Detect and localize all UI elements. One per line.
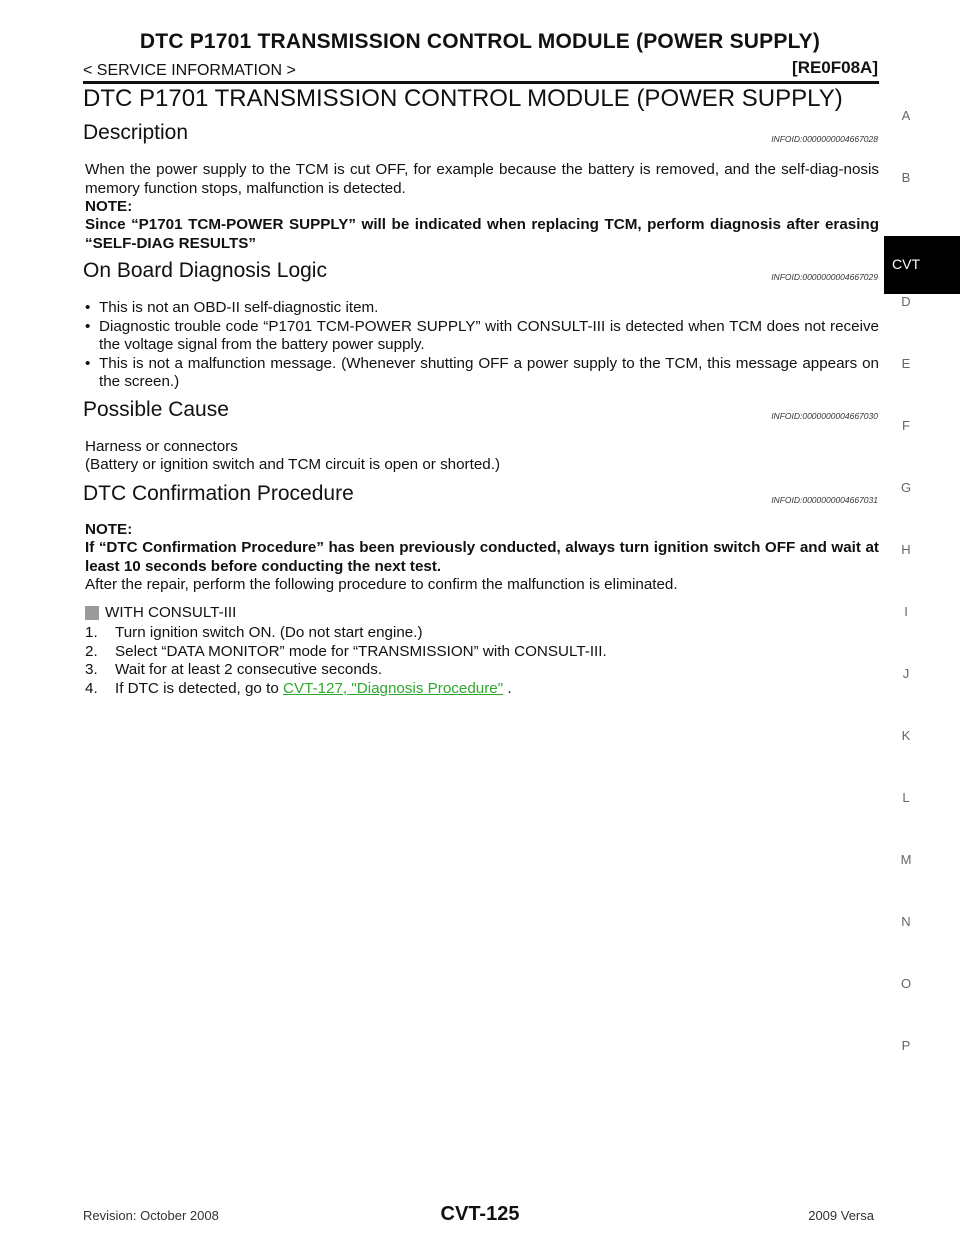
header-rule [83, 81, 879, 84]
side-index-a[interactable]: A [901, 108, 911, 123]
side-index-n[interactable]: N [901, 914, 911, 929]
header-title: DTC P1701 TRANSMISSION CONTROL MODULE (P… [139, 30, 821, 53]
footer-revision: Revision: October 2008 [83, 1208, 219, 1223]
side-index-f[interactable]: F [902, 418, 910, 433]
dtc-note-text: If “DTC Confirmation Procedure” has been… [85, 539, 879, 575]
section-heading-dtc-confirmation: DTC Confirmation Procedure [83, 482, 354, 505]
side-index-i[interactable]: I [904, 604, 908, 619]
diagnosis-procedure-link[interactable]: CVT-127, "Diagnosis Procedure" [282, 679, 504, 697]
side-index-l[interactable]: L [902, 790, 910, 805]
side-index-b[interactable]: B [901, 170, 911, 185]
list-item: •This is not an OBD-II self-diagnostic i… [85, 299, 379, 316]
list-item: 2.Select “DATA MONITOR” mode for “TRANSM… [85, 642, 607, 660]
list-item: 3.Wait for at least 2 consecutive second… [85, 661, 383, 678]
list-item: •Diagnostic trouble code “P1701 TCM-POWE… [85, 317, 879, 354]
model-code: [RE0F08A] [792, 58, 878, 77]
side-index-d[interactable]: D [901, 294, 911, 309]
side-index-p[interactable]: P [901, 1038, 911, 1053]
section-nav[interactable]: < SERVICE INFORMATION > [83, 62, 296, 79]
obd-logic-list: •This is not an OBD-II self-diagnostic i… [85, 299, 879, 392]
possible-cause-line2: (Battery or ignition switch and TCM circ… [85, 456, 501, 473]
list-item: 1.Turn ignition switch ON. (Do not start… [85, 624, 423, 641]
infoid-dtc-confirmation: INFOID:0000000004667031 [771, 495, 878, 505]
side-index-g[interactable]: G [900, 480, 912, 495]
consult-tool-icon [85, 606, 99, 620]
infoid-possible-cause: INFOID:0000000004667030 [771, 411, 878, 421]
side-index-j[interactable]: J [902, 666, 910, 681]
procedure-steps: 1.Turn ignition switch ON. (Do not start… [85, 624, 879, 698]
side-index-m[interactable]: M [900, 852, 912, 867]
side-index-e[interactable]: E [901, 356, 911, 371]
dtc-note-label: NOTE: [85, 521, 133, 538]
list-item: 4.If DTC is detected, go to CVT-127, "Di… [85, 679, 512, 697]
consult-heading: WITH CONSULT-III [105, 604, 237, 621]
list-item: •This is not a malfunction message. (Whe… [85, 354, 879, 391]
side-index-o[interactable]: O [900, 976, 912, 991]
description-note-label: NOTE: [85, 198, 133, 215]
infoid-obd-logic: INFOID:0000000004667029 [771, 272, 878, 282]
section-heading-description: Description [83, 121, 189, 144]
footer-model: 2009 Versa [808, 1208, 874, 1223]
section-heading-possible-cause: Possible Cause [83, 398, 229, 421]
description-body: When the power supply to the TCM is cut … [85, 161, 879, 197]
infoid-description: INFOID:0000000004667028 [771, 134, 878, 144]
page-title: DTC P1701 TRANSMISSION CONTROL MODULE (P… [83, 85, 843, 112]
possible-cause-line1: Harness or connectors [85, 438, 238, 455]
side-index-cvt-active[interactable]: CVT [884, 236, 960, 294]
side-index-k[interactable]: K [901, 728, 911, 743]
side-index-h[interactable]: H [901, 542, 911, 557]
description-note-text: Since “P1701 TCM-POWER SUPPLY” will be i… [85, 216, 879, 252]
section-heading-obd-logic: On Board Diagnosis Logic [83, 259, 327, 282]
dtc-after-text: After the repair, perform the following … [85, 576, 678, 593]
footer-page-number: CVT-125 [440, 1203, 520, 1225]
